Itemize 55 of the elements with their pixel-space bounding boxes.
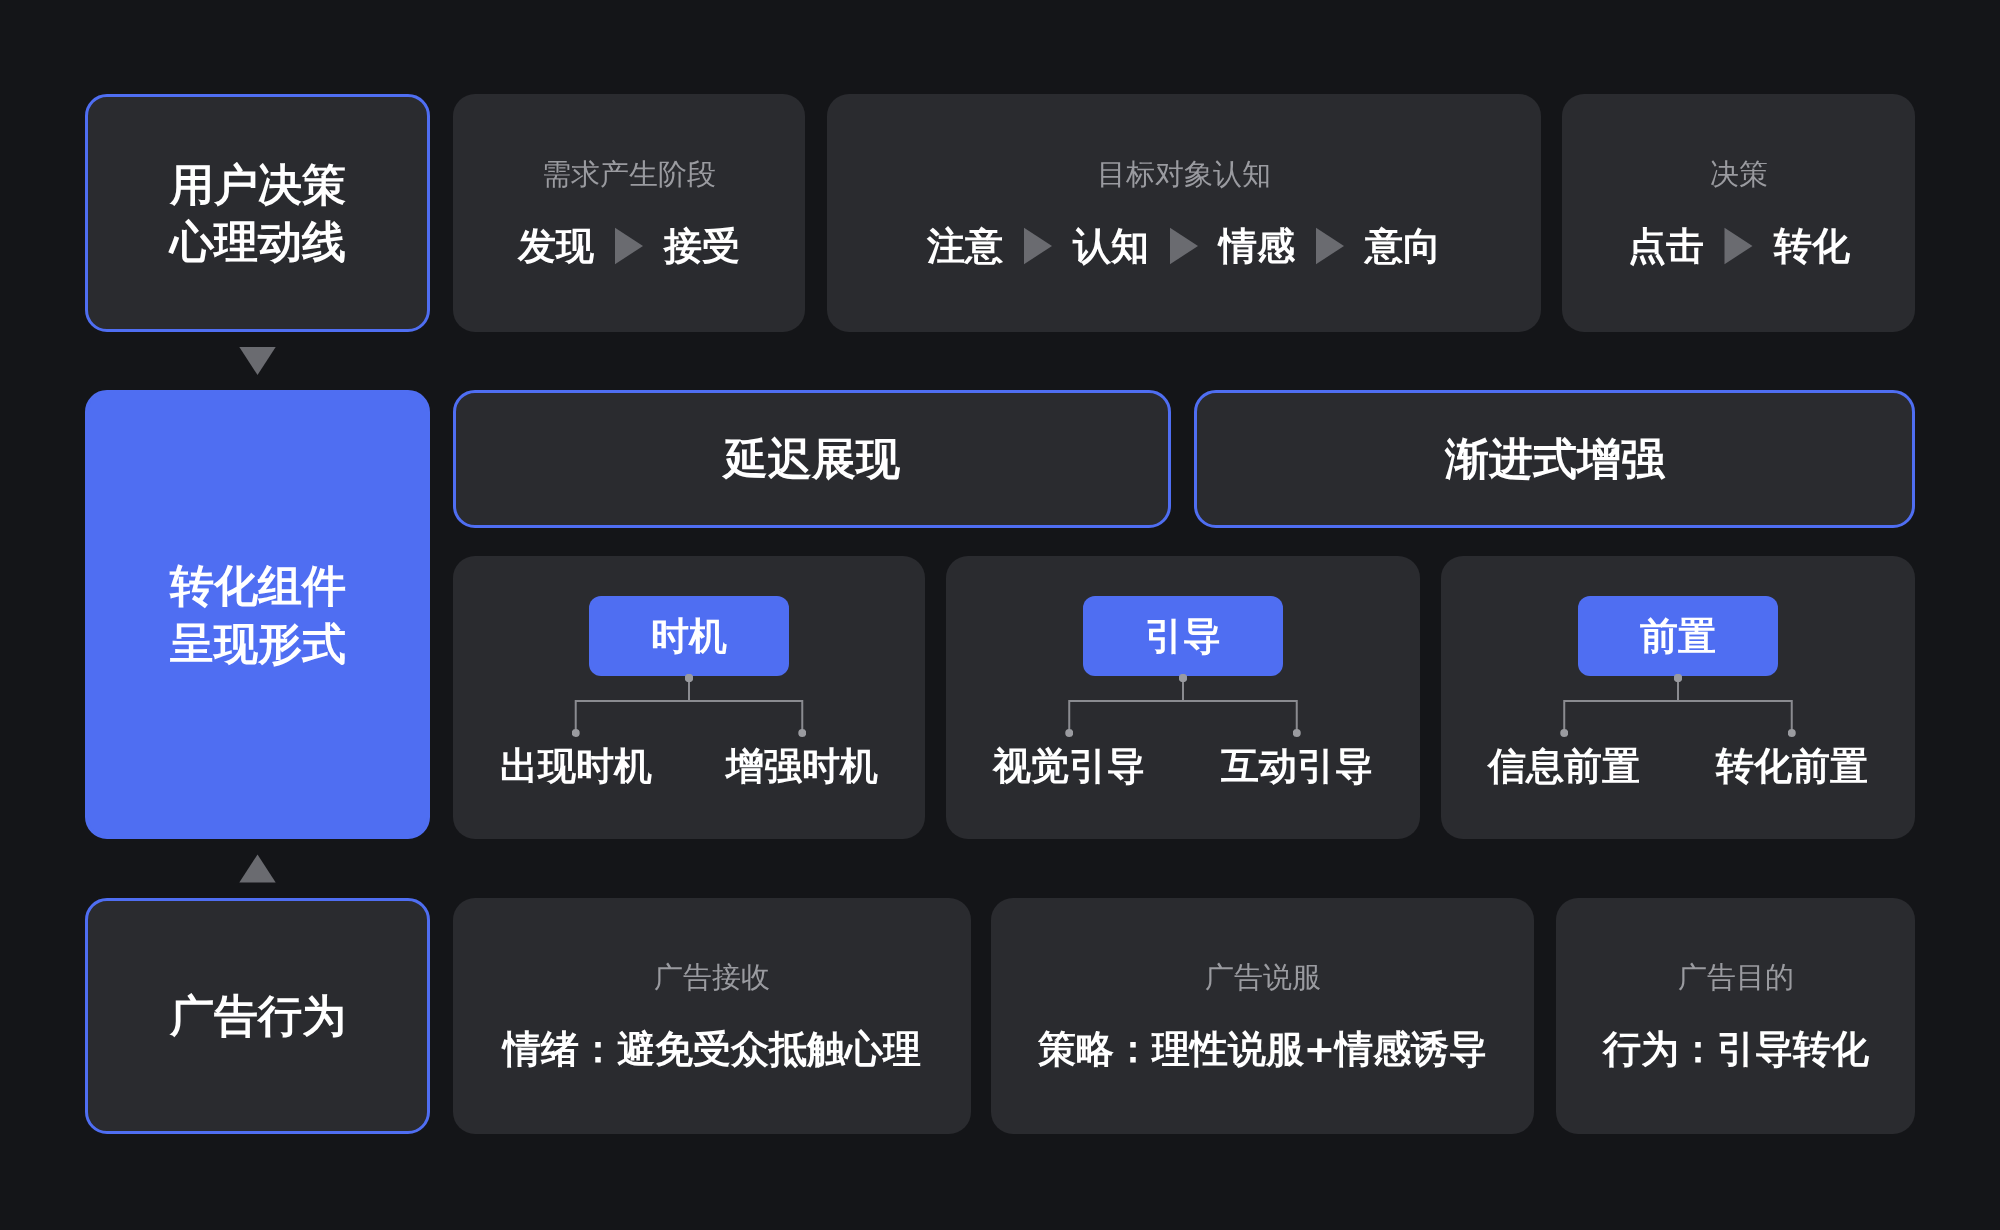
branch-label: 转化前置 [1715,741,1868,792]
branch-label: 视觉引导 [993,741,1146,792]
arrow [239,854,276,883]
stage-card [1441,556,1915,839]
stage-card [827,94,1541,332]
step-label: 接受 [664,220,740,272]
category-panel [453,390,1171,528]
card-heading: 广告接收 [654,958,770,996]
category-tag: 时机 [589,596,789,676]
stage-card [946,556,1420,839]
category-tag: 前置 [1578,596,1778,676]
step-label: 发现 [518,220,594,272]
stage-card [453,898,971,1134]
stage-card [1556,898,1915,1134]
tree-connector [1674,674,1796,737]
branch-label: 信息前置 [1488,741,1641,792]
arrow [1316,227,1344,265]
branch-label: 增强时机 [726,741,879,792]
step-label: 情感 [1219,220,1295,272]
card-heading: 目标对象认知 [1097,155,1271,193]
step-label: 转化 [1773,220,1850,272]
panel-title: 用户决策心理动线 [167,157,347,269]
arrow [1724,227,1753,265]
card-heading: 广告目的 [1677,958,1794,996]
category-panel [85,898,430,1134]
category-panel [85,390,430,839]
arrow [615,227,643,265]
stage-card [1562,94,1915,332]
arrow [1024,227,1052,265]
card-heading: 决策 [1709,155,1768,193]
card-heading: 需求产生阶段 [542,155,716,193]
step-label: 意向 [1365,220,1441,272]
branch-label: 出现时机 [499,741,652,792]
panel-title: 广告行为 [169,989,346,1044]
arrow [239,347,276,375]
tree-connector [685,674,807,737]
arrow [1170,227,1198,265]
category-panel [85,94,430,332]
stage-card [453,94,805,332]
step-label: 点击 [1627,220,1704,272]
panel-title: 延迟展现 [724,432,900,487]
card-text: 情绪：避免受众抵触心理 [503,1025,921,1073]
stage-card [991,898,1534,1134]
branch-label: 互动引导 [1220,741,1373,792]
card-text: 行为：引导转化 [1602,1025,1869,1073]
stage-card [453,556,925,839]
card-heading: 广告说服 [1204,958,1321,996]
tree-connector [1179,674,1301,737]
step-label: 注意 [927,220,1003,272]
category-tag: 引导 [1083,596,1283,676]
step-label: 认知 [1073,220,1149,272]
panel-title: 渐进式增强 [1444,432,1665,487]
card-text: 策略：理性说服+情感诱导 [1037,1025,1488,1073]
panel-title: 转化组件呈现形式 [168,559,347,671]
category-panel [1194,390,1915,528]
